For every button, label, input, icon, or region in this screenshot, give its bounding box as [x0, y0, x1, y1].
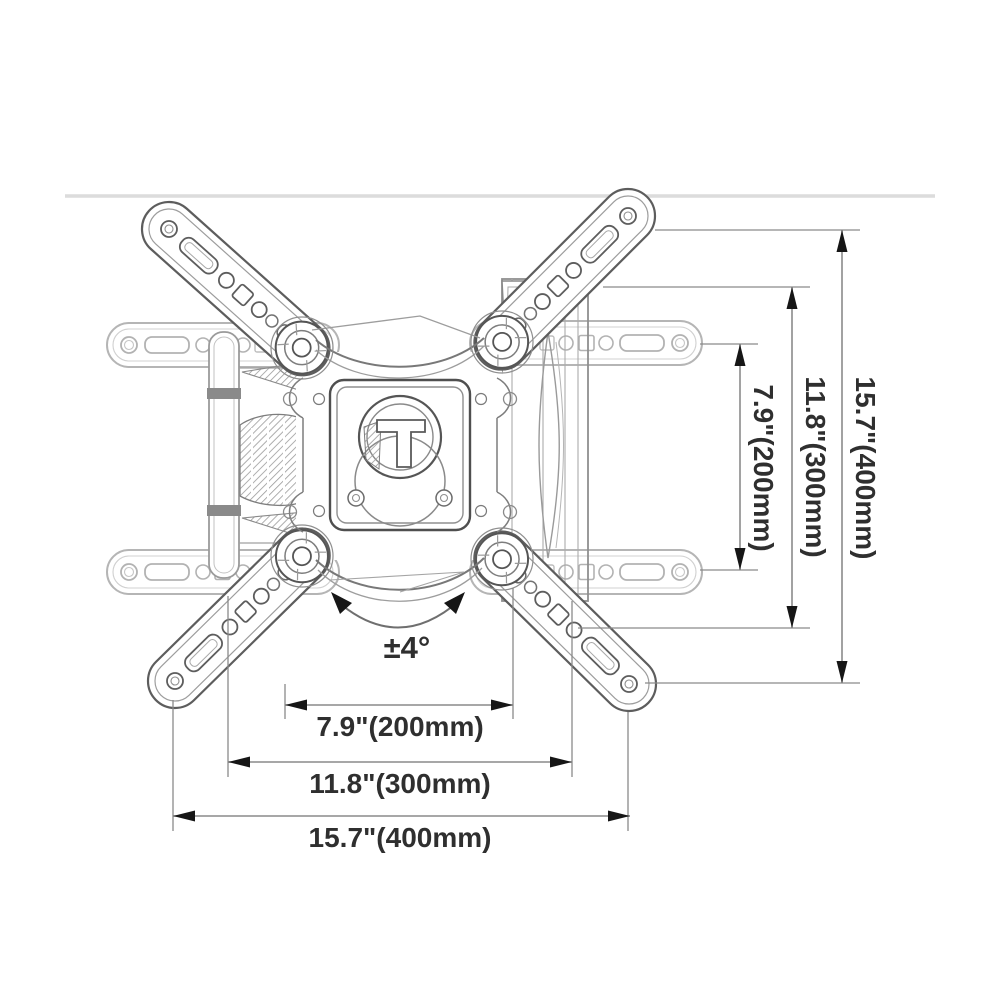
- vesa-plate: [270, 310, 534, 602]
- center-t-cutout: [376, 419, 426, 468]
- rotation-arrowhead-left: [331, 592, 352, 614]
- dim-label-horizontal-200mm: 7.9"(200mm): [316, 711, 483, 742]
- dimension-lines: [172, 229, 860, 831]
- dim-label-horizontal-400mm: 15.7"(400mm): [309, 822, 492, 853]
- dimension-arrowheads: [173, 230, 848, 822]
- dim-label-vertical-300mm: 11.8"(300mm): [800, 376, 831, 557]
- dim-label-horizontal-300mm: 11.8"(300mm): [309, 768, 490, 799]
- dim-label-vertical-400mm: 15.7"(400mm): [850, 377, 881, 560]
- rotation-arc: ±4°: [331, 592, 465, 665]
- angle-label: ±4°: [384, 630, 431, 665]
- rotation-arrowhead-right: [444, 592, 465, 614]
- dim-label-vertical-200mm: 7.9"(200mm): [748, 384, 779, 551]
